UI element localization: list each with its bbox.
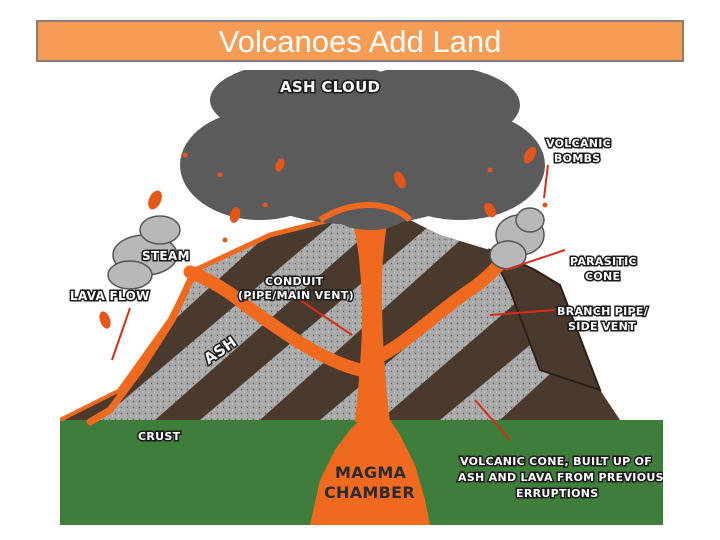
label-conduit-2: (PIPE/MAIN VENT)	[238, 289, 354, 302]
label-steam: STEAM	[142, 249, 190, 263]
label-conduit-1: CONDUIT	[265, 275, 324, 288]
magma-chamber	[310, 420, 430, 525]
ash-cloud	[180, 70, 545, 230]
lava-flow	[86, 266, 199, 426]
label-parasitic-cone-1: PARASITIC	[570, 255, 637, 268]
volcano-diagram: ASH CLOUD VOLCANIC BOMBS STEAM LAVA FLOW…	[60, 70, 663, 525]
label-ash-cloud: ASH CLOUD	[280, 78, 380, 96]
label-magma-chamber-2: CHAMBER	[324, 483, 415, 502]
label-lava-flow: LAVA FLOW	[70, 289, 150, 303]
steam-right	[489, 207, 545, 270]
page-title: Volcanoes Add Land	[218, 24, 502, 59]
label-crust: CRUST	[138, 430, 181, 443]
label-volcanic-bombs-1: VOLCANIC	[546, 137, 611, 150]
branch-pipe-left	[183, 265, 367, 377]
label-branch-pipe-2: SIDE VENT	[568, 320, 636, 333]
label-volcanic-cone-1: VOLCANIC CONE, BUILT UP OF	[460, 455, 652, 468]
label-branch-pipe-1: BRANCH PIPE/	[557, 305, 649, 318]
label-volcanic-bombs-2: BOMBS	[554, 152, 601, 165]
label-volcanic-cone-2: ASH AND LAVA FROM PREVIOUS	[458, 471, 663, 484]
steam-left	[107, 215, 181, 290]
volcanic-bombs	[99, 146, 548, 329]
title-bar: Volcanoes Add Land	[36, 20, 684, 62]
label-magma-chamber-1: MAGMA	[335, 463, 407, 482]
leader-lines	[111, 164, 566, 441]
label-volcanic-cone-3: ERRUPTIONS	[516, 487, 599, 500]
label-parasitic-cone-2: CONE	[585, 270, 620, 283]
